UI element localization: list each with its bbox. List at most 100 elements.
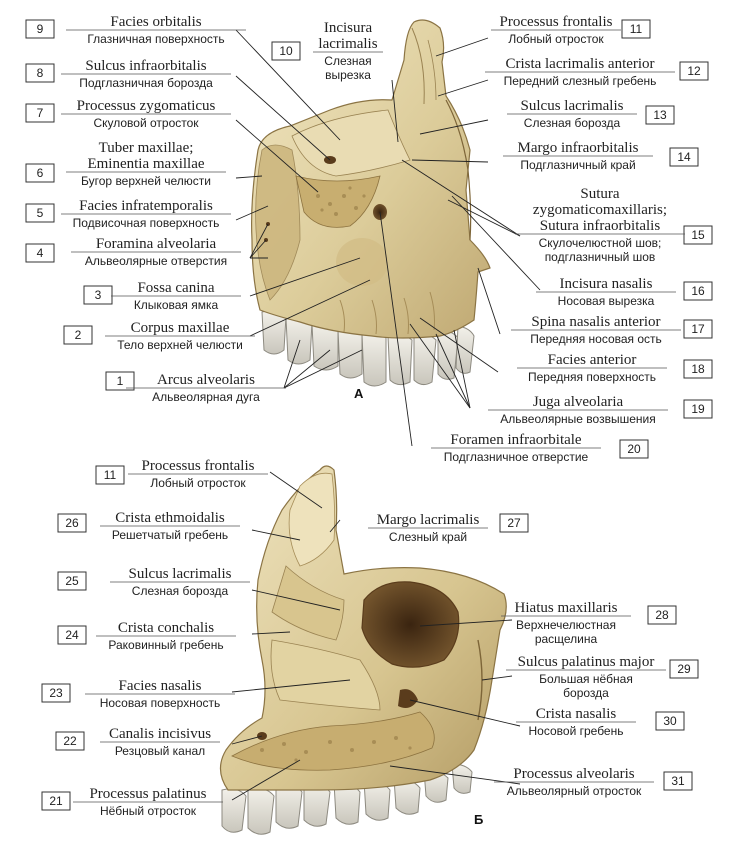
label-number: 9 xyxy=(37,22,44,36)
maxilla-lateral-view xyxy=(251,19,491,387)
label-number: 25 xyxy=(65,574,79,588)
label-latin: Sutura infraorbitalis xyxy=(540,218,661,234)
label-latin: zygomaticomaxillaris; xyxy=(533,202,667,218)
label-latin: Foramen infraorbitale xyxy=(450,432,582,448)
label-number-box xyxy=(271,41,301,61)
label-latin: Arcus alveolaris xyxy=(157,372,255,388)
label-number: 7 xyxy=(37,106,44,120)
label-number: 3 xyxy=(95,288,102,302)
label-number-box xyxy=(55,731,85,751)
label-number-box xyxy=(669,147,699,167)
label-russian: Верхнечелюстная xyxy=(516,618,616,632)
label-number: 21 xyxy=(49,794,63,808)
label-number: 10 xyxy=(279,44,293,58)
label-latin: Processus palatinus xyxy=(89,786,206,802)
label-latin: Facies anterior xyxy=(548,352,637,368)
label-number-box xyxy=(41,683,71,703)
label-russian: Слезная борозда xyxy=(524,116,621,130)
label-number: 31 xyxy=(671,774,685,788)
label-russian: Подглазничный край xyxy=(520,158,635,172)
label-number-box xyxy=(683,319,713,339)
label-number-box xyxy=(83,285,113,305)
label-russian: Альвеолярная дуга xyxy=(152,390,260,404)
label-number: 6 xyxy=(37,166,44,180)
label-number-box xyxy=(63,325,93,345)
label-number: 11 xyxy=(104,468,117,482)
label-russian: борозда xyxy=(563,686,609,700)
label-number-box xyxy=(25,19,55,39)
label-number-box xyxy=(57,625,87,645)
label-russian: Глазничная поверхность xyxy=(87,32,224,46)
label-number-box xyxy=(95,465,125,485)
label-number: 29 xyxy=(677,662,691,676)
label-number-box xyxy=(655,711,685,731)
label-russian: Слезная xyxy=(324,54,371,68)
label-russian: Клыковая ямка xyxy=(134,298,219,312)
label-russian: Раковинный гребень xyxy=(108,638,223,652)
label-latin: Processus zygomaticus xyxy=(77,98,216,114)
label-russian: Нёбный отросток xyxy=(100,804,197,818)
label-latin: Foramina alveolaria xyxy=(96,236,217,252)
label-number: 23 xyxy=(49,686,63,700)
label-russian: вырезка xyxy=(325,68,371,82)
figure-label-a: А xyxy=(354,386,364,401)
label-russian: Скуловой отросток xyxy=(93,116,199,130)
label-number: 22 xyxy=(63,734,77,748)
label-russian: Слезная борозда xyxy=(132,584,229,598)
label-latin: Crista ethmoidalis xyxy=(115,510,225,526)
label-number-box xyxy=(619,439,649,459)
label-latin: Sulcus infraorbitalis xyxy=(85,58,206,74)
label-russian: Носовой гребень xyxy=(529,724,624,738)
maxilla-medial-view xyxy=(219,465,507,835)
label-number: 11 xyxy=(630,22,643,36)
label-number: 20 xyxy=(627,442,641,456)
label-russian: Носовая вырезка xyxy=(558,294,655,308)
label-number: 1 xyxy=(117,374,124,388)
label-russian: Большая нёбная xyxy=(539,672,633,686)
label-russian: Лобный отросток xyxy=(508,32,604,46)
label-russian: Альвеолярный отросток xyxy=(507,784,642,798)
label-number: 24 xyxy=(65,628,79,642)
label-number: 4 xyxy=(37,246,44,260)
label-latin: Facies orbitalis xyxy=(110,14,201,30)
figure-label-b: Б xyxy=(474,812,483,827)
label-latin: Tuber maxillae; xyxy=(99,140,194,156)
label-number-box xyxy=(25,103,55,123)
label-latin: Fossa canina xyxy=(137,280,214,296)
label-russian: расщелина xyxy=(535,632,598,646)
label-latin: Eminentia maxillae xyxy=(87,156,204,172)
label-latin: Incisura nasalis xyxy=(560,276,653,292)
label-latin: Juga alveolaria xyxy=(533,394,624,410)
label-number: 16 xyxy=(691,284,705,298)
label-latin: Crista lacrimalis anterior xyxy=(505,56,654,72)
label-number: 27 xyxy=(507,516,521,530)
label-number-box xyxy=(621,19,651,39)
label-latin: Crista conchalis xyxy=(118,620,214,636)
label-russian: Решетчатый гребень xyxy=(112,528,228,542)
label-latin: Corpus maxillae xyxy=(131,320,230,336)
label-number-box xyxy=(499,513,529,533)
